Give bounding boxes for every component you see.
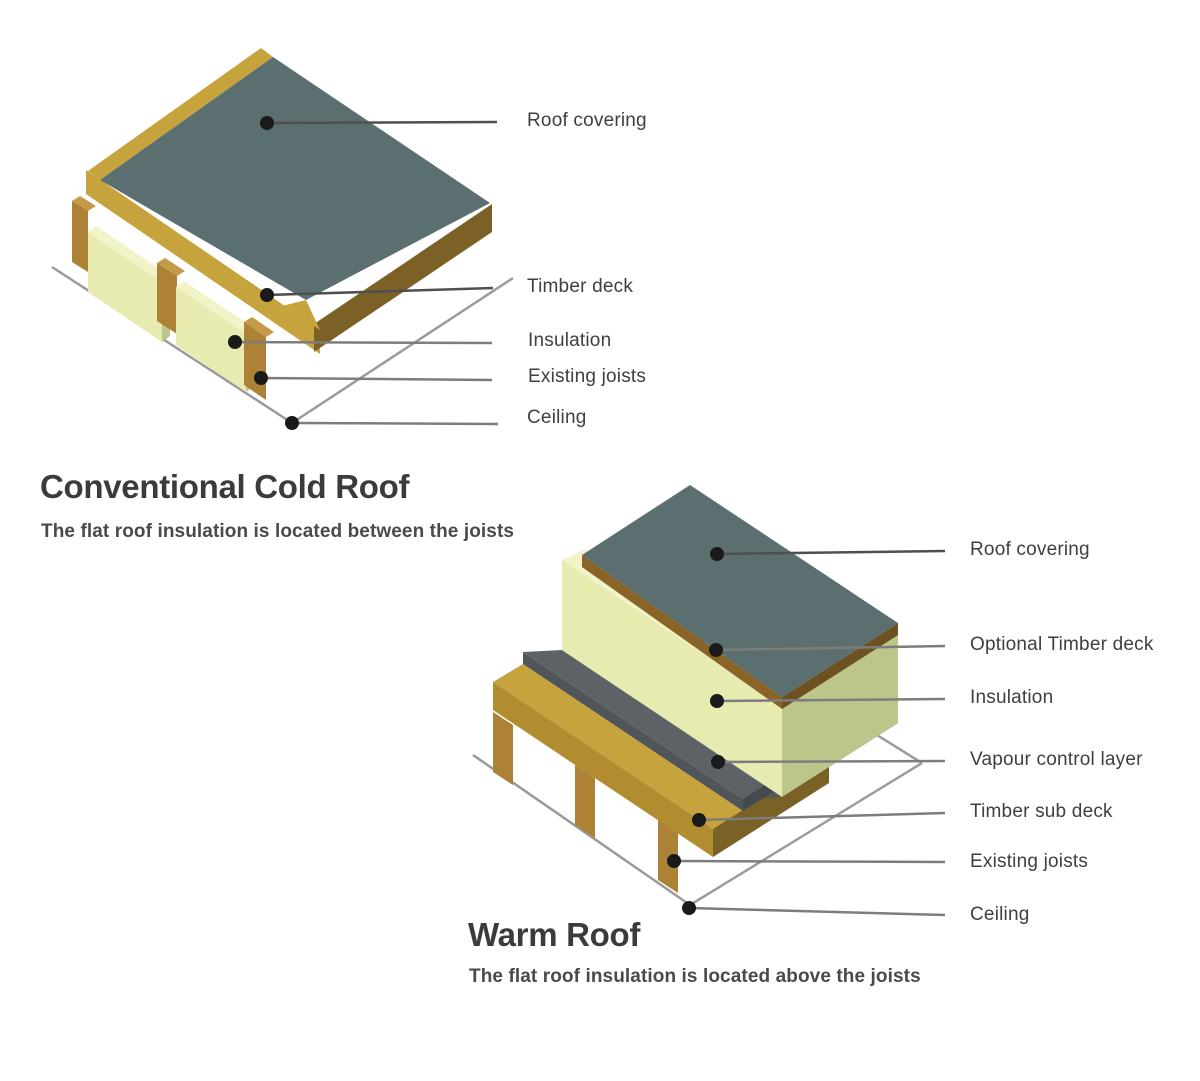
cold-deck-corner bbox=[282, 300, 320, 330]
warm-dot-subdeck bbox=[692, 813, 706, 827]
warm-joist3 bbox=[658, 820, 678, 893]
cold-dot-insulation bbox=[228, 335, 242, 349]
warm-leader-roof-covering bbox=[716, 549, 946, 556]
warm-dot-insulation bbox=[710, 694, 724, 708]
warm-label-existing-joists: Existing joists bbox=[970, 851, 1089, 872]
warm-label-roof-covering: Roof covering bbox=[970, 539, 1090, 560]
cold-leader-ceiling bbox=[291, 421, 499, 426]
cold-dot-existing-joists bbox=[254, 371, 268, 385]
cold-deck-band bbox=[86, 170, 320, 354]
cold-joist2 bbox=[157, 263, 177, 334]
warm-dot-existing-joists bbox=[667, 854, 681, 868]
warm-label-insulation: Insulation bbox=[970, 687, 1054, 708]
warm-leader-insulation bbox=[716, 697, 946, 703]
cold-roof-subtitle: The flat roof insulation is located betw… bbox=[41, 521, 515, 542]
warm-leader-existing-joists bbox=[673, 859, 946, 864]
warm-dot-roof-covering bbox=[710, 547, 724, 561]
cold-insulation1-top bbox=[88, 226, 170, 282]
cold-joist1-cap bbox=[72, 196, 96, 211]
warm-leader-ceiling bbox=[688, 906, 946, 917]
cold-leader-timber-deck bbox=[266, 286, 494, 297]
cold-label-timber-deck: Timber deck bbox=[527, 276, 634, 297]
warm-leader-vapour bbox=[717, 759, 946, 764]
cold-dot-roof-covering bbox=[260, 116, 274, 130]
warm-optional-deck-edge-right bbox=[782, 623, 898, 709]
cold-leader-roof-covering bbox=[266, 120, 498, 125]
warm-insulation-front bbox=[562, 560, 782, 797]
cold-roof-covering bbox=[100, 57, 490, 300]
cold-label-existing-joists: Existing joists bbox=[528, 366, 647, 387]
cold-label-ceiling: Ceiling bbox=[527, 407, 587, 428]
warm-optional-deck-edge bbox=[582, 555, 782, 709]
warm-roof-subtitle: The flat roof insulation is located abov… bbox=[469, 966, 921, 987]
cold-leader-insulation bbox=[234, 340, 493, 345]
cold-roof-title: Conventional Cold Roof bbox=[40, 468, 410, 505]
warm-subdeck-front bbox=[493, 682, 713, 857]
cold-joist1 bbox=[72, 201, 88, 272]
warm-joist1 bbox=[493, 712, 513, 785]
warm-roof-title: Warm Roof bbox=[468, 916, 641, 953]
warm-insulation-side bbox=[782, 633, 898, 797]
cold-dot-ceiling bbox=[285, 416, 299, 430]
cold-insulation2-front bbox=[176, 287, 246, 392]
cold-roof-model bbox=[51, 48, 514, 430]
cold-insulation2-top bbox=[176, 281, 254, 334]
cold-dot-timber-deck bbox=[260, 288, 274, 302]
cold-label-insulation: Insulation bbox=[528, 330, 612, 351]
warm-subdeck-top bbox=[493, 664, 743, 829]
cold-deck-shadow-band bbox=[314, 204, 492, 352]
warm-label-timber-sub-deck: Timber sub deck bbox=[970, 801, 1113, 822]
warm-joist2 bbox=[575, 765, 595, 838]
warm-dot-vapour bbox=[711, 755, 725, 769]
cold-deck-sliver bbox=[88, 48, 273, 180]
cold-joist3-cap bbox=[244, 317, 274, 337]
cold-label-roof-covering: Roof covering bbox=[527, 110, 647, 131]
warm-dot-ceiling bbox=[682, 901, 696, 915]
warm-leader-optional-deck bbox=[715, 644, 946, 652]
cold-insulation1-front bbox=[88, 232, 162, 342]
warm-label-vapour-control-layer: Vapour control layer bbox=[970, 749, 1143, 770]
warm-vapour-front bbox=[523, 652, 743, 811]
cold-joist2-cap bbox=[157, 258, 185, 276]
warm-label-optional-timber-deck: Optional Timber deck bbox=[970, 634, 1154, 655]
cold-leader-existing-joists bbox=[260, 376, 493, 382]
warm-leader-subdeck bbox=[698, 811, 946, 822]
warm-roof-covering bbox=[582, 485, 898, 697]
warm-roof-model bbox=[472, 485, 946, 917]
warm-label-ceiling: Ceiling bbox=[970, 904, 1030, 925]
warm-dot-optional-deck bbox=[709, 643, 723, 657]
